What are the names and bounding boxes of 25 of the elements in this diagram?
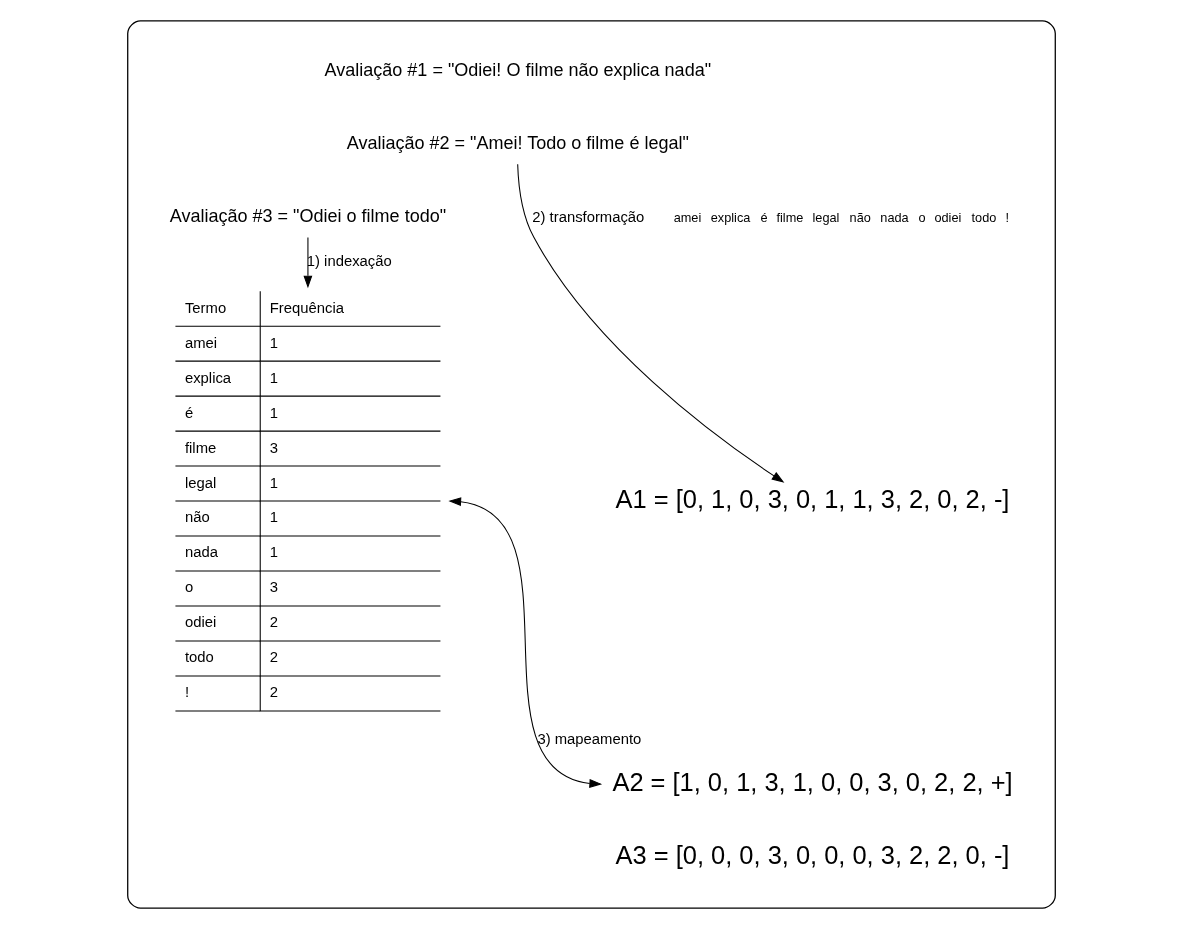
node-text: Avaliação #1 = "Odiei! O filme não explica nada" — [324, 60, 711, 81]
label: ! — [1004, 209, 1009, 225]
node-text: Avaliação #3 = "Odiei o filme todo" — [169, 206, 446, 227]
node-text: Avaliação #2 = "Amei! Todo o filme é legal" — [346, 133, 689, 154]
edge-label: 1) indexação — [306, 252, 392, 269]
node-text: A3 = [0, 0, 0, 3, 0, 0, 0, 3, 2, 2, 0, -] — [615, 840, 1009, 869]
label: nada — [879, 209, 909, 225]
node-text: A1 = [0, 1, 0, 3, 0, 1, 1, 3, 2, 0, 2, -] — [615, 484, 1009, 513]
label: não — [849, 209, 871, 225]
edge-label: 3) mapeamento — [536, 731, 641, 748]
label: explica — [710, 209, 750, 225]
label: o — [918, 209, 926, 225]
label: todo — [971, 209, 996, 225]
edge-label: 2) transformação — [531, 208, 644, 225]
node-text: Termo Frequência amei 1 explica 1 é 1 filme 3 legal 1 não 1 nada 1 o 3 odiei 2 todo 2 ! 2 — [184, 299, 344, 701]
arrow — [302, 237, 312, 289]
label: é — [760, 209, 768, 225]
node-text: A2 = [1, 0, 1, 3, 1, 0, 0, 3, 0, 2, 2, +] — [611, 767, 1013, 796]
label: legal — [812, 209, 839, 225]
arrow — [516, 163, 784, 483]
label: filme — [775, 209, 803, 225]
label: odiei — [933, 209, 961, 225]
label: amei — [673, 209, 701, 225]
arrow — [447, 497, 602, 788]
cluster — [126, 20, 1056, 909]
